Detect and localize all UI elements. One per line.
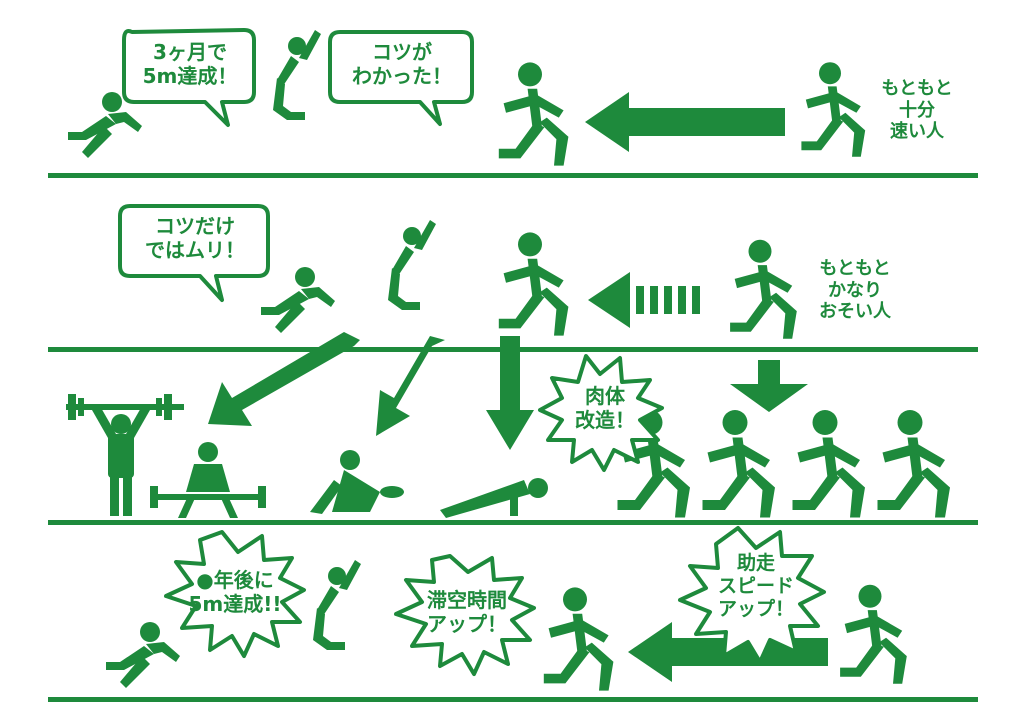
landing-icon bbox=[106, 622, 180, 688]
jumper-icon bbox=[313, 560, 361, 650]
ground-line-1 bbox=[48, 173, 978, 178]
burst-bubble bbox=[164, 530, 306, 658]
dashed-arrow-icon bbox=[588, 272, 700, 328]
speech-bubble bbox=[118, 204, 270, 302]
jumper-icon bbox=[273, 30, 321, 120]
burst-bubble bbox=[394, 554, 536, 676]
runner-icon bbox=[792, 410, 865, 518]
arrow-icon bbox=[376, 336, 445, 436]
bubble-text-knack-not-enough: コツだけ ではムリ！ bbox=[145, 214, 245, 262]
bubbles bbox=[118, 28, 826, 676]
speech-bubble bbox=[122, 28, 256, 127]
burst-text-body-remodel: 肉体 改造！ bbox=[575, 384, 635, 432]
label-fast-originally: もともと 十分 速い人 bbox=[881, 78, 953, 143]
ground-line-4 bbox=[48, 697, 978, 702]
pushup-icon bbox=[440, 478, 548, 518]
bubble-text-got-knack: コツが わかった！ bbox=[352, 40, 452, 88]
speech-bubble bbox=[328, 30, 474, 126]
squat-icon bbox=[150, 442, 266, 518]
burst-text-years-later: ●年後に 5m達成!! bbox=[188, 568, 282, 616]
arrow-icon bbox=[585, 92, 785, 152]
jumper-icon bbox=[388, 220, 436, 310]
weightlifter-icon bbox=[66, 394, 184, 516]
bubble-text-5m-3months: 3ヶ月で 5m達成！ bbox=[142, 40, 238, 88]
ground-line-3 bbox=[48, 520, 978, 525]
landing-icon bbox=[261, 267, 335, 333]
label-slow-originally: もともと かなり おそい人 bbox=[819, 258, 891, 323]
runner-icon bbox=[730, 239, 797, 339]
situp-icon bbox=[310, 450, 404, 514]
pictograms bbox=[48, 30, 978, 702]
arrow-icon bbox=[486, 336, 534, 450]
runner-icon bbox=[801, 62, 866, 157]
runner-icon bbox=[702, 410, 775, 518]
runner-icon bbox=[498, 62, 569, 166]
runner-icon bbox=[840, 584, 907, 684]
runner-icon bbox=[877, 410, 950, 518]
arrow-icon bbox=[208, 332, 360, 426]
burst-text-hang-time-up: 滞空時間 アップ！ bbox=[427, 588, 507, 636]
burst-text-run-up-speed: 助走 スピード アップ！ bbox=[717, 552, 794, 620]
runner-icon bbox=[498, 232, 569, 336]
burst-bubble bbox=[678, 526, 826, 664]
runner-icon bbox=[543, 587, 614, 691]
arrow-icon bbox=[730, 360, 808, 412]
burst-bubble bbox=[538, 354, 664, 472]
